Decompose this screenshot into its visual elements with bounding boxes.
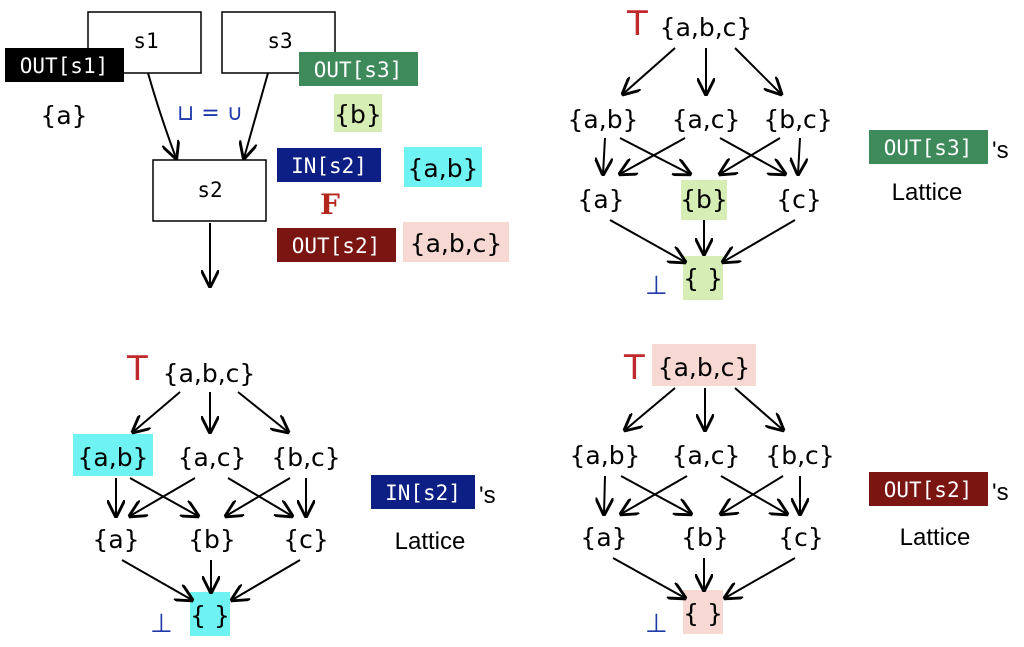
node-c: {c}: [776, 185, 822, 214]
in-s2-value-highlight: [404, 147, 482, 187]
lattice-in-s2: T {a,b,c} {a,b} {a,c} {b,c} {a} {b} {c} …: [73, 349, 341, 639]
out-s2-value: {a,b,c}: [410, 229, 503, 258]
node-ac: {a,c}: [672, 441, 741, 470]
node-ac: {a,c}: [672, 105, 741, 134]
highlight-empty: [683, 256, 723, 300]
caption-tag: [869, 130, 988, 164]
edge-s1-s2: [147, 72, 176, 158]
node-bc: {b,c}: [271, 443, 340, 472]
node-empty: { }: [190, 601, 230, 630]
caption-lattice: Lattice: [395, 528, 466, 555]
caption-tag: [371, 475, 475, 509]
node-c: {c}: [778, 523, 824, 552]
lattice-edges: [604, 387, 800, 598]
caption-tag-text: OUT[s3]: [884, 136, 973, 160]
node-b: {b}: [188, 525, 236, 554]
highlight-ab: [73, 434, 153, 476]
caption-out-s2: OUT[s2] 's Lattice: [869, 472, 1009, 551]
s2-label: s2: [197, 178, 222, 202]
highlight-empty: [683, 590, 723, 634]
node-top: {a,b,c}: [660, 13, 753, 42]
in-s2-value: {a,b}: [408, 154, 479, 183]
cfg-panel: s1 s3 s2 OUT[s1] {a} OUT[s3] {b} ⊔ = ∪ I…: [5, 11, 509, 286]
node-ab: {a,b}: [570, 441, 641, 470]
caption-out-s3: OUT[s3] 's Lattice: [869, 130, 1009, 206]
s2-block: [152, 159, 267, 222]
node-top: {a,b,c}: [658, 353, 751, 382]
highlight-empty: [190, 592, 230, 636]
in-s2-tag-text: IN[s2]: [291, 154, 367, 178]
caption-suffix: 's: [992, 137, 1009, 164]
out-s2-tag: [277, 228, 396, 262]
out-s1-tag-text: OUT[s1]: [20, 54, 109, 78]
join-operator: ⊔ = ∪: [177, 101, 243, 126]
caption-suffix: 's: [992, 479, 1009, 506]
lattice-out-s3: T {a,b,c} {a,b} {a,c} {b,c} {a} {b} {c} …: [568, 4, 833, 301]
caption-tag-text: IN[s2]: [385, 481, 461, 505]
node-empty: { }: [683, 599, 723, 628]
top-symbol: T: [626, 4, 648, 44]
node-c: {c}: [283, 525, 329, 554]
out-s3-tag-text: OUT[s3]: [314, 58, 403, 82]
transfer-function: F: [320, 188, 340, 221]
bottom-symbol: ⊥: [645, 609, 668, 639]
highlight-top: [652, 344, 756, 386]
bottom-symbol: ⊥: [150, 609, 173, 639]
out-s3-value: {b}: [334, 100, 382, 129]
highlight-b: [681, 180, 727, 220]
node-empty: { }: [683, 264, 723, 293]
node-ab: {a,b}: [78, 443, 149, 472]
caption-tag: [869, 472, 988, 506]
out-s2-value-highlight: [403, 222, 509, 262]
s3-label: s3: [267, 29, 292, 53]
caption-lattice: Lattice: [900, 524, 971, 551]
caption-lattice: Lattice: [892, 179, 963, 206]
node-a: {a}: [92, 525, 139, 554]
lattice-out-s2: T {a,b,c} {a,b} {a,c} {b,c} {a} {b} {c} …: [570, 344, 835, 639]
node-a: {a}: [580, 523, 627, 552]
out-s3-tag: [299, 52, 418, 86]
node-b: {b}: [680, 185, 728, 214]
node-top: {a,b,c}: [163, 359, 256, 388]
node-a: {a}: [577, 185, 624, 214]
s1-label: s1: [133, 29, 158, 53]
caption-suffix: 's: [479, 482, 496, 509]
edge-s3-s2: [244, 72, 269, 158]
caption-tag-text: OUT[s2]: [884, 478, 973, 502]
out-s3-value-highlight: [334, 94, 382, 132]
lattice-edges: [603, 47, 800, 262]
node-ac: {a,c}: [178, 443, 247, 472]
out-s1-tag: [5, 48, 124, 82]
top-symbol: T: [126, 349, 148, 389]
in-s2-tag: [277, 148, 381, 182]
node-ab: {a,b}: [568, 105, 639, 134]
node-bc: {b,c}: [763, 105, 832, 134]
lattice-edges: [116, 391, 306, 600]
out-s1-value: {a}: [40, 101, 87, 130]
caption-in-s2: IN[s2] 's Lattice: [371, 475, 496, 555]
node-bc: {b,c}: [765, 441, 834, 470]
bottom-symbol: ⊥: [645, 271, 668, 301]
top-symbol: T: [623, 348, 645, 388]
out-s2-tag-text: OUT[s2]: [292, 234, 381, 258]
node-b: {b}: [681, 523, 729, 552]
